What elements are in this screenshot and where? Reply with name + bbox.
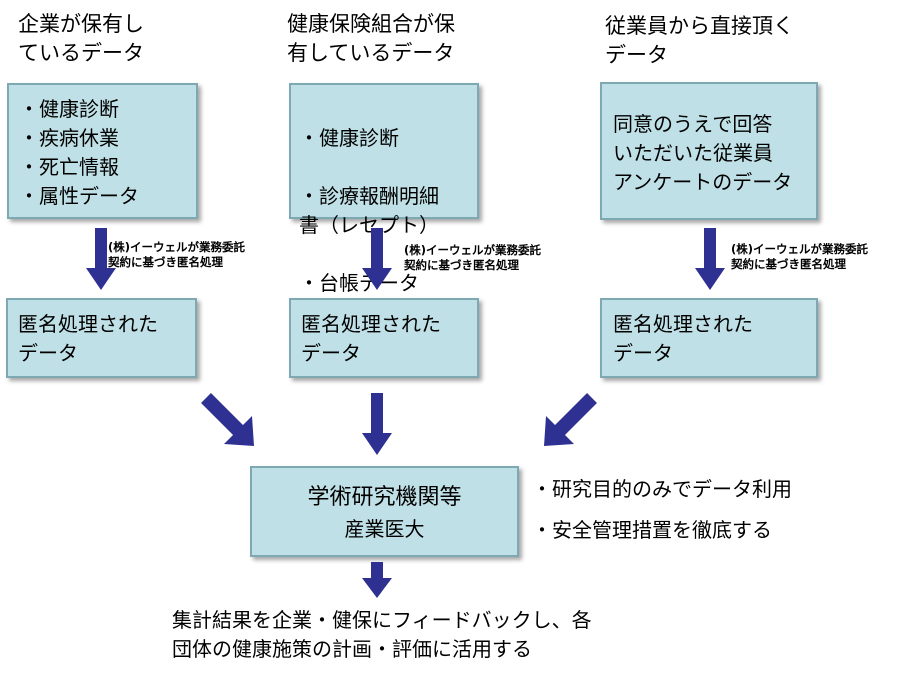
list-item: ・健康診断 (19, 97, 119, 121)
anonymized-data-box-health-insurance: 匿名処理された データ (289, 298, 479, 378)
down-arrow-icon (695, 228, 725, 290)
anonymized-data-label: 匿名処理された データ (18, 312, 158, 365)
anonymization-note: (株)イーウェルが業務委託 契約に基づき匿名処理 (731, 242, 869, 271)
anonymization-note: (株)イーウェルが業務委託 契約に基づき匿名処理 (108, 240, 246, 269)
diagonal-arrow-icon (544, 393, 597, 446)
research-institution-subtitle: 産業医大 (344, 517, 425, 541)
feedback-text: 集計結果を企業・健保にフィードバックし、各 団体の健康施策の計画・評価に活用する (172, 608, 592, 661)
anonymized-data-box-company: 匿名処理された データ (6, 298, 197, 378)
employee-survey-text: 同意のうえで回答 いただいた従業員 アンケートのデータ (613, 112, 793, 194)
diagonal-arrow-icon (201, 393, 254, 446)
health-insurance-data-list: ・健康診断 ・診療報酬明細 書（レセプト） ・台帳データ (299, 95, 439, 327)
anonymized-data-box-employee: 匿名処理された データ (600, 298, 818, 378)
list-item: ・死亡情報 (19, 155, 119, 179)
list-item: ・診療報酬明細 書（レセプト） (299, 184, 439, 237)
security-note: ・安全管理措置を徹底する (532, 518, 772, 542)
down-arrow-icon (362, 228, 392, 290)
anonymization-note: (株)イーウェルが業務委託 契約に基づき匿名処理 (404, 243, 542, 272)
heading-health-insurance-data: 健康保険組合が保 有しているデータ (287, 12, 455, 65)
anonymized-data-label: 匿名処理された データ (613, 312, 753, 365)
company-data-list: ・健康診断 ・疾病休業 ・死亡情報 ・属性データ (19, 95, 139, 211)
list-item: ・疾病休業 (19, 126, 119, 150)
list-item: ・健康診断 (299, 126, 399, 150)
company-data-box: ・健康診断 ・疾病休業 ・死亡情報 ・属性データ (7, 83, 198, 219)
health-insurance-data-box: ・健康診断 ・診療報酬明細 書（レセプト） ・台帳データ (289, 83, 479, 295)
list-item: ・台帳データ (299, 271, 419, 295)
research-institution-box: 学術研究機関等 産業医大 (250, 466, 519, 557)
research-institution-title: 学術研究機関等 (307, 485, 462, 510)
employee-survey-box: 同意のうえで回答 いただいた従業員 アンケートのデータ (600, 82, 818, 220)
heading-company-data: 企業が保有し ているデータ (18, 12, 144, 65)
list-item: ・属性データ (19, 184, 139, 208)
anonymized-data-label: 匿名処理された データ (301, 312, 441, 365)
usage-note: ・研究目的のみでデータ利用 (532, 477, 792, 501)
down-arrow-icon (86, 228, 116, 290)
down-arrow-icon (362, 393, 392, 455)
heading-employee-data: 従業員から直接頂く データ (605, 14, 794, 67)
down-arrow-icon (362, 562, 392, 598)
